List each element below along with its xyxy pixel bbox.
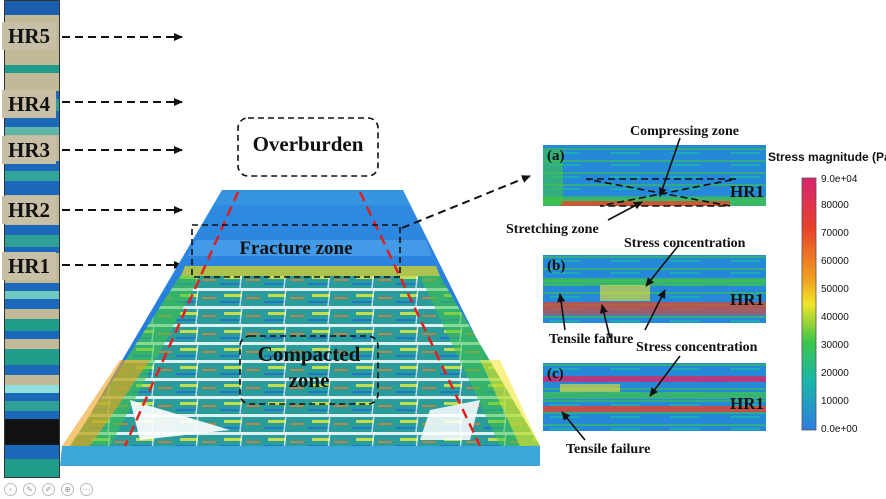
colorbar-title: Stress magnitude (Pa	[768, 150, 886, 164]
zoom-icon[interactable]: ⊕	[61, 482, 74, 496]
panel-b-hr: HR1	[730, 290, 764, 309]
panel-a-hr: HR1	[730, 182, 764, 201]
arrow-to-panel-a	[401, 175, 531, 229]
colorbar-tick: 9.0e+04	[821, 174, 858, 185]
compacted-zone-label-1: Compacted	[257, 342, 361, 366]
colorbar-tick: 70000	[821, 228, 849, 239]
strata-label-hr4: HR4	[2, 90, 56, 118]
fracture-zone-label: Fracture zone	[239, 238, 353, 259]
compacted-zone-box	[239, 335, 379, 405]
strata-label-hr3: HR3	[2, 136, 56, 164]
colorbar-tick: 60000	[821, 256, 849, 267]
compacted-zone-label-2: zone	[288, 368, 330, 392]
fracture-zone-box	[191, 224, 401, 278]
overburden-label: Overburden	[252, 132, 364, 156]
panel-b-label: (b)	[547, 258, 566, 274]
colorbar-tick: 40000	[821, 312, 849, 323]
colorbar-tick: 80000	[821, 200, 849, 211]
panel-c-label: (c)	[547, 366, 564, 382]
panel-a-label: (a)	[547, 148, 565, 164]
colorbar	[801, 177, 817, 431]
menu-icon[interactable]: ⋯	[80, 482, 93, 496]
colorbar-tick: 10000	[821, 396, 849, 407]
strata-label-hr1: HR1	[2, 252, 56, 280]
strata-label-hr2: HR2	[2, 196, 56, 224]
viewer-toolbar: ‹ ✎ ✐ ⊕ ⋯	[4, 482, 93, 496]
stress-concentration-c-label: Stress concentration	[636, 340, 758, 355]
stretching-zone-label: Stretching zone	[506, 222, 599, 237]
pencil-icon[interactable]: ✎	[23, 482, 36, 496]
overburden-box	[237, 117, 379, 177]
tensile-failure-b-label: Tensile failure	[549, 332, 634, 347]
pen-icon[interactable]: ✐	[42, 482, 55, 496]
compressing-zone-label: Compressing zone	[630, 124, 740, 139]
colorbar-tick: 30000	[821, 340, 849, 351]
strata-label-hr5: HR5	[2, 22, 56, 50]
left-arrow-icon[interactable]: ‹	[4, 482, 17, 496]
caving-line-left	[123, 191, 240, 447]
stress-concentration-b-label: Stress concentration	[624, 236, 746, 251]
tensile-failure-c-label: Tensile failure	[566, 442, 651, 457]
panel-c-hr: HR1	[730, 394, 764, 413]
colorbar-tick: 50000	[821, 284, 849, 295]
colorbar-tick: 0.0e+00	[821, 424, 858, 435]
colorbar-tick: 20000	[821, 368, 849, 379]
